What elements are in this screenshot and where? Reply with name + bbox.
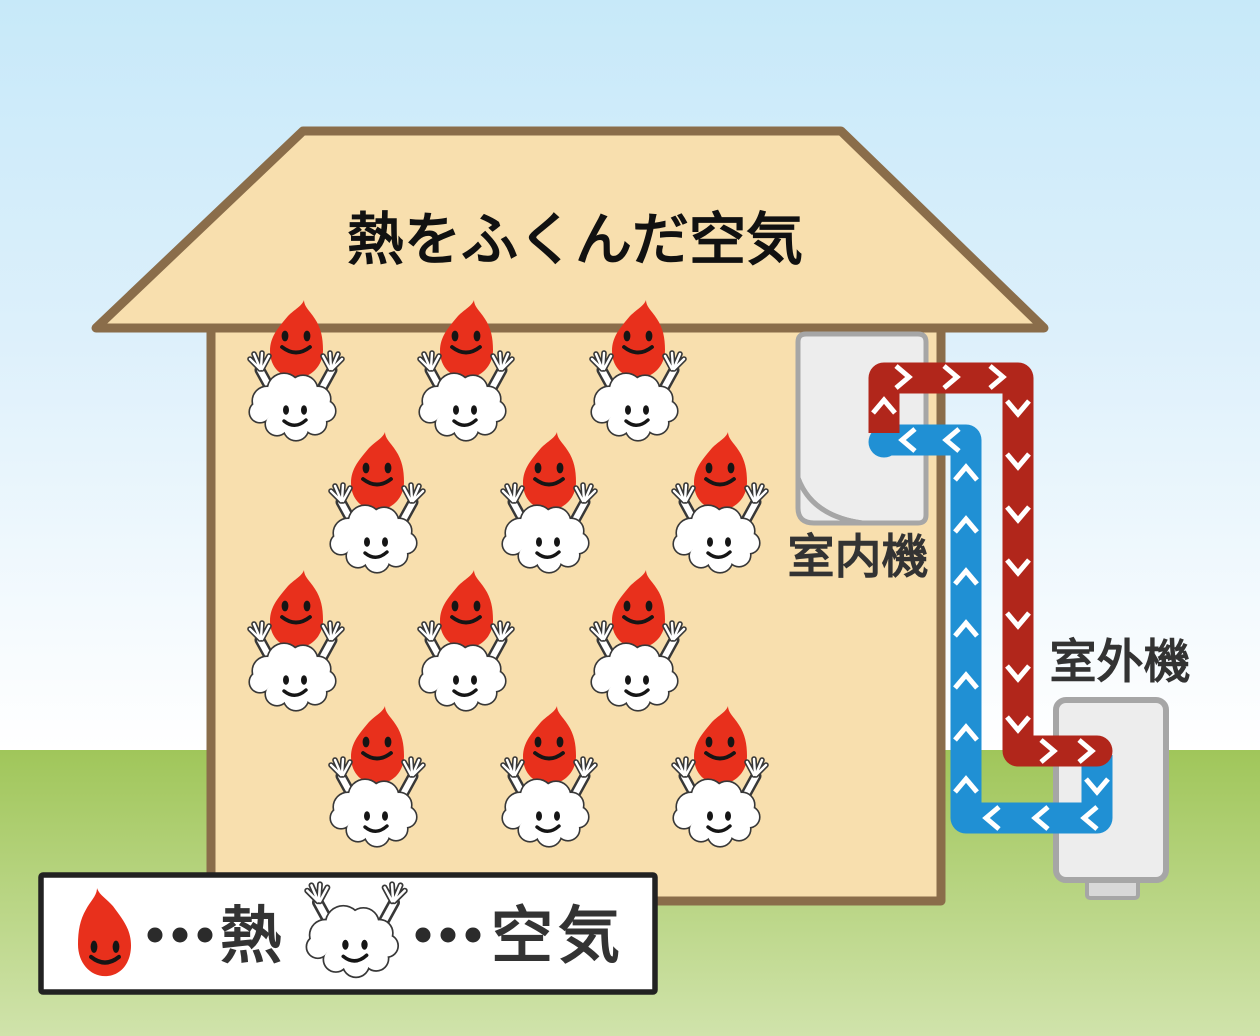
dot	[147, 927, 163, 943]
dot	[197, 927, 213, 943]
house-roof	[91, 126, 1049, 333]
dot	[415, 927, 431, 943]
hot-pipe	[868, 362, 1097, 767]
legend: 熱 空気	[38, 872, 658, 995]
indoor-unit-label: 室内機	[788, 530, 929, 583]
cold-pipe	[884, 424, 1113, 834]
diagram-title: 熱をふくんだ空気	[347, 208, 803, 272]
pipes	[868, 362, 1113, 834]
ellipsis-dots	[147, 927, 213, 943]
outdoor-unit-label: 室外機	[1050, 635, 1191, 688]
cold-pipe-end-cap	[868, 426, 900, 458]
ellipsis-dots	[415, 927, 481, 943]
dot	[172, 927, 188, 943]
dot	[465, 927, 481, 943]
hot-pipe-end-cap	[1081, 735, 1113, 767]
air-label: 空気	[491, 902, 625, 971]
indoor-unit-page-curl	[795, 475, 865, 526]
heat-label: 熱	[220, 902, 282, 971]
dot	[440, 927, 456, 943]
